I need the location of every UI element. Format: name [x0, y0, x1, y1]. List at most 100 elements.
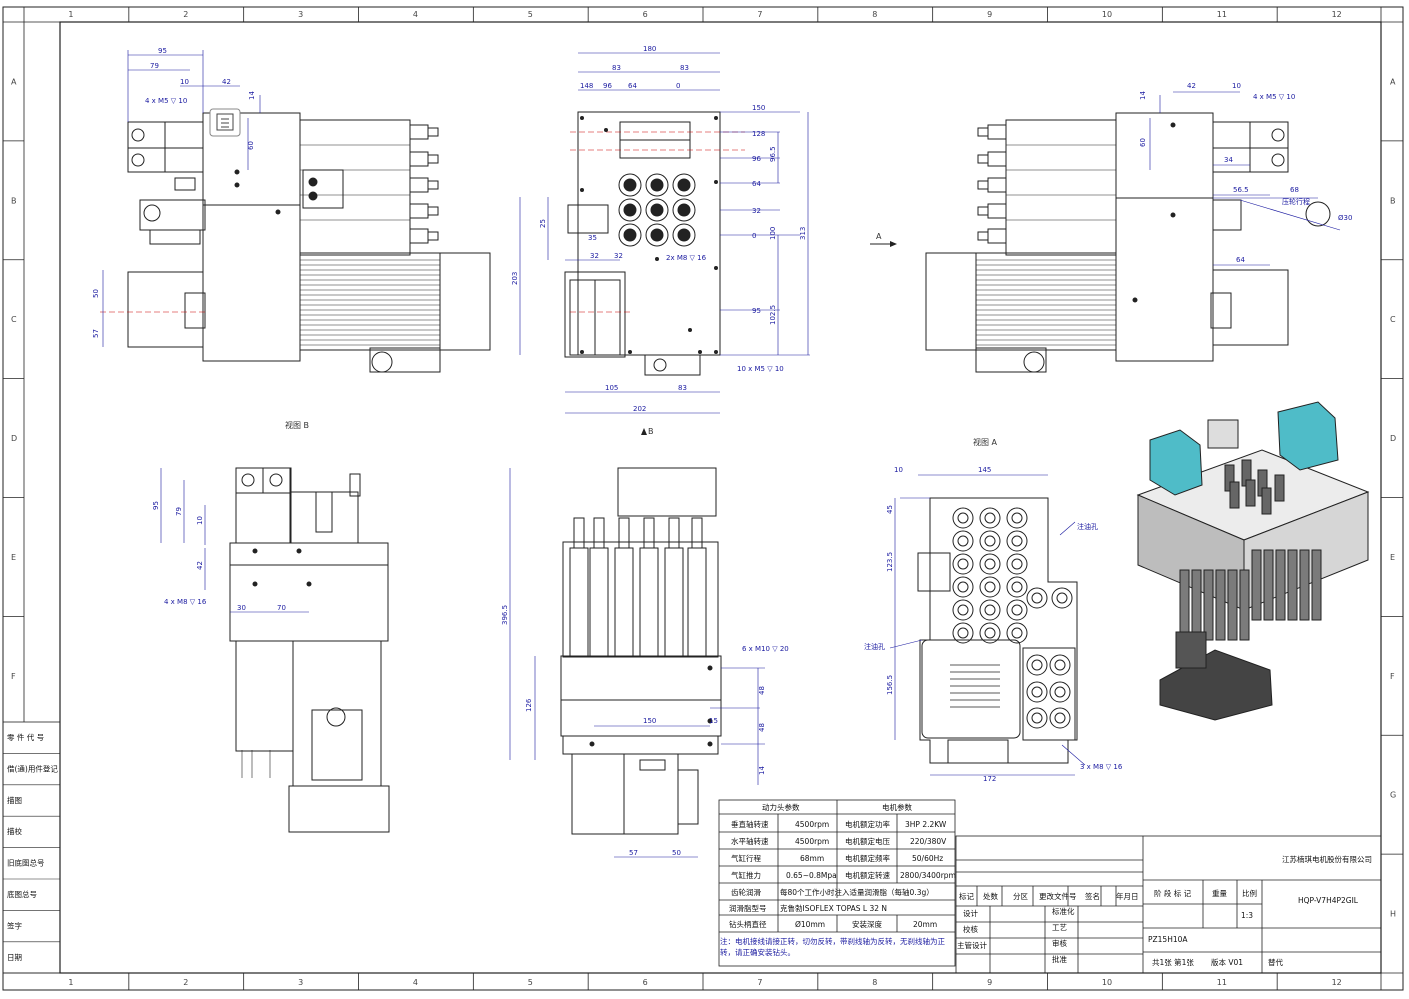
dim-f-150: 150 [752, 104, 765, 112]
tb-role: 审核 [1052, 938, 1068, 948]
spec-header-left: 动力头参数 [762, 802, 800, 812]
tb-role: 设计 [963, 908, 978, 918]
dim-f-32a: 32 [590, 252, 599, 260]
dim-f-25: 25 [539, 219, 547, 228]
spec-value: 3HP 2.2KW [905, 820, 947, 829]
dim-b-57: 57 [92, 329, 100, 338]
zone-col-label: 3 [298, 978, 303, 987]
dim-a-60: 60 [1139, 138, 1147, 147]
spec-key: 水平轴转速 [731, 836, 769, 846]
dim-l-thread: 4 x M8 ▽ 16 [164, 598, 207, 606]
side-view-bottom-middle [509, 467, 765, 858]
dim-a-dia30: Ø30 [1338, 214, 1352, 222]
spec-key: 电机额定电压 [845, 836, 890, 846]
tb-stage: 阶 段 标 记 [1154, 888, 1192, 898]
dim-a-thread: 4 x M5 ▽ 10 [1253, 93, 1295, 101]
zone-col-label: 10 [1102, 978, 1112, 987]
dim-a-68: 68 [1290, 186, 1299, 194]
dim-f-32b: 32 [614, 252, 623, 260]
tb-version: 版本 V01 [1211, 957, 1243, 967]
spec-key: 电机额定频率 [845, 853, 890, 863]
zone-col-label: 7 [757, 978, 762, 987]
dim-f-64r: 64 [752, 180, 761, 188]
dim-f-0r: 0 [752, 232, 756, 240]
dim-a-34: 34 [1224, 156, 1233, 164]
zone-col-label: 11 [1217, 10, 1227, 19]
dim-l-95: 95 [152, 501, 160, 510]
spec-key: 齿轮润滑 [731, 887, 761, 897]
dim-f-32r: 32 [752, 207, 761, 215]
zone-row-label: F [1390, 672, 1395, 681]
plan-view-bottom-right [889, 474, 1086, 776]
zone-col-label: 9 [987, 10, 992, 19]
zone-col-label: 1 [68, 978, 73, 987]
dim-f-35: 35 [588, 234, 597, 242]
dim-f-2xm8: 2x M8 ▽ 16 [666, 254, 707, 262]
spec-value: 2800/3400rpm [900, 871, 956, 880]
spec-key: 安装深度 [852, 919, 882, 929]
spec-key: 电机额定功率 [845, 819, 890, 829]
tb-rev-header: 标记 [959, 891, 974, 901]
spec-value: 4500rpm [795, 837, 829, 846]
left-strip-label: 零 件 代 号 [7, 732, 44, 742]
zone-row-label: D [1390, 434, 1396, 443]
tb-sheets: 共1张 第1张 [1152, 957, 1194, 967]
dim-r-172: 172 [983, 775, 996, 783]
dim-f-83b: 83 [680, 64, 689, 72]
dim-m-50: 50 [672, 849, 681, 857]
zone-col-label: 12 [1332, 10, 1342, 19]
dim-f-0: 0 [676, 82, 680, 90]
zone-col-label: 8 [872, 10, 877, 19]
view-b-caption: 视图 B [285, 420, 309, 430]
zone-row-label: E [1390, 553, 1395, 562]
left-strip-label: 描图 [7, 795, 22, 805]
zone-row-label: H [1390, 910, 1396, 919]
dim-b-42: 42 [222, 78, 231, 86]
view-b [100, 50, 491, 373]
selection-frame-icon[interactable] [209, 108, 241, 137]
spec-value: 每80个工作小时注入适量润滑脂（每轴0.3g） [780, 887, 934, 897]
zone-col-label: 12 [1332, 978, 1342, 987]
zone-row-label: F [11, 672, 16, 681]
dim-a-64: 64 [1236, 256, 1245, 264]
dim-b-10: 10 [180, 78, 189, 86]
spec-value: 4500rpm [795, 820, 829, 829]
dim-m-48b: 48 [758, 723, 766, 732]
spec-key: 气缸行程 [731, 853, 761, 863]
spec-value: 0.65~0.8Mpa [786, 871, 837, 880]
dim-f-10xm5: 10 x M5 ▽ 10 [737, 365, 784, 373]
zone-row-label: E [11, 553, 16, 562]
dim-b-14: 14 [248, 91, 256, 100]
zone-row-label: C [11, 315, 17, 324]
dim-f-95: 95 [752, 307, 761, 315]
tb-scale-label: 比例 [1242, 888, 1257, 898]
dim-f-102-5: 102.5 [769, 305, 777, 325]
dim-f-96: 96 [603, 82, 612, 90]
dim-b-60: 60 [247, 141, 255, 150]
dim-a-56-5: 56.5 [1233, 186, 1249, 194]
dim-b-79: 79 [150, 62, 159, 70]
dim-f-100: 100 [769, 227, 777, 240]
zone-col-label: 3 [298, 10, 303, 19]
dim-f-203: 203 [511, 272, 519, 285]
title-block [955, 835, 1382, 974]
spec-key: 钻头柄直径 [729, 919, 767, 929]
dim-m-57: 57 [629, 849, 638, 857]
dim-a-stroke: 压轮行程 [1282, 197, 1310, 206]
tb-role: 工艺 [1052, 923, 1067, 932]
dim-r-123-5: 123.5 [886, 552, 894, 572]
tb-role: 批准 [1052, 954, 1068, 964]
tb-role: 主管设计 [957, 940, 987, 950]
zone-col-label: 10 [1102, 10, 1112, 19]
arrow-b: B [641, 427, 654, 436]
dim-f-83c: 83 [678, 384, 687, 392]
dim-l-79: 79 [175, 507, 183, 516]
zone-col-label: 6 [643, 10, 648, 19]
dim-f-148: 148 [580, 82, 593, 90]
zone-row-label: A [11, 77, 17, 86]
tb-scale-value: 1:3 [1241, 911, 1253, 920]
left-strip-label: 旧底图总号 [7, 858, 45, 868]
spec-table [718, 799, 956, 967]
